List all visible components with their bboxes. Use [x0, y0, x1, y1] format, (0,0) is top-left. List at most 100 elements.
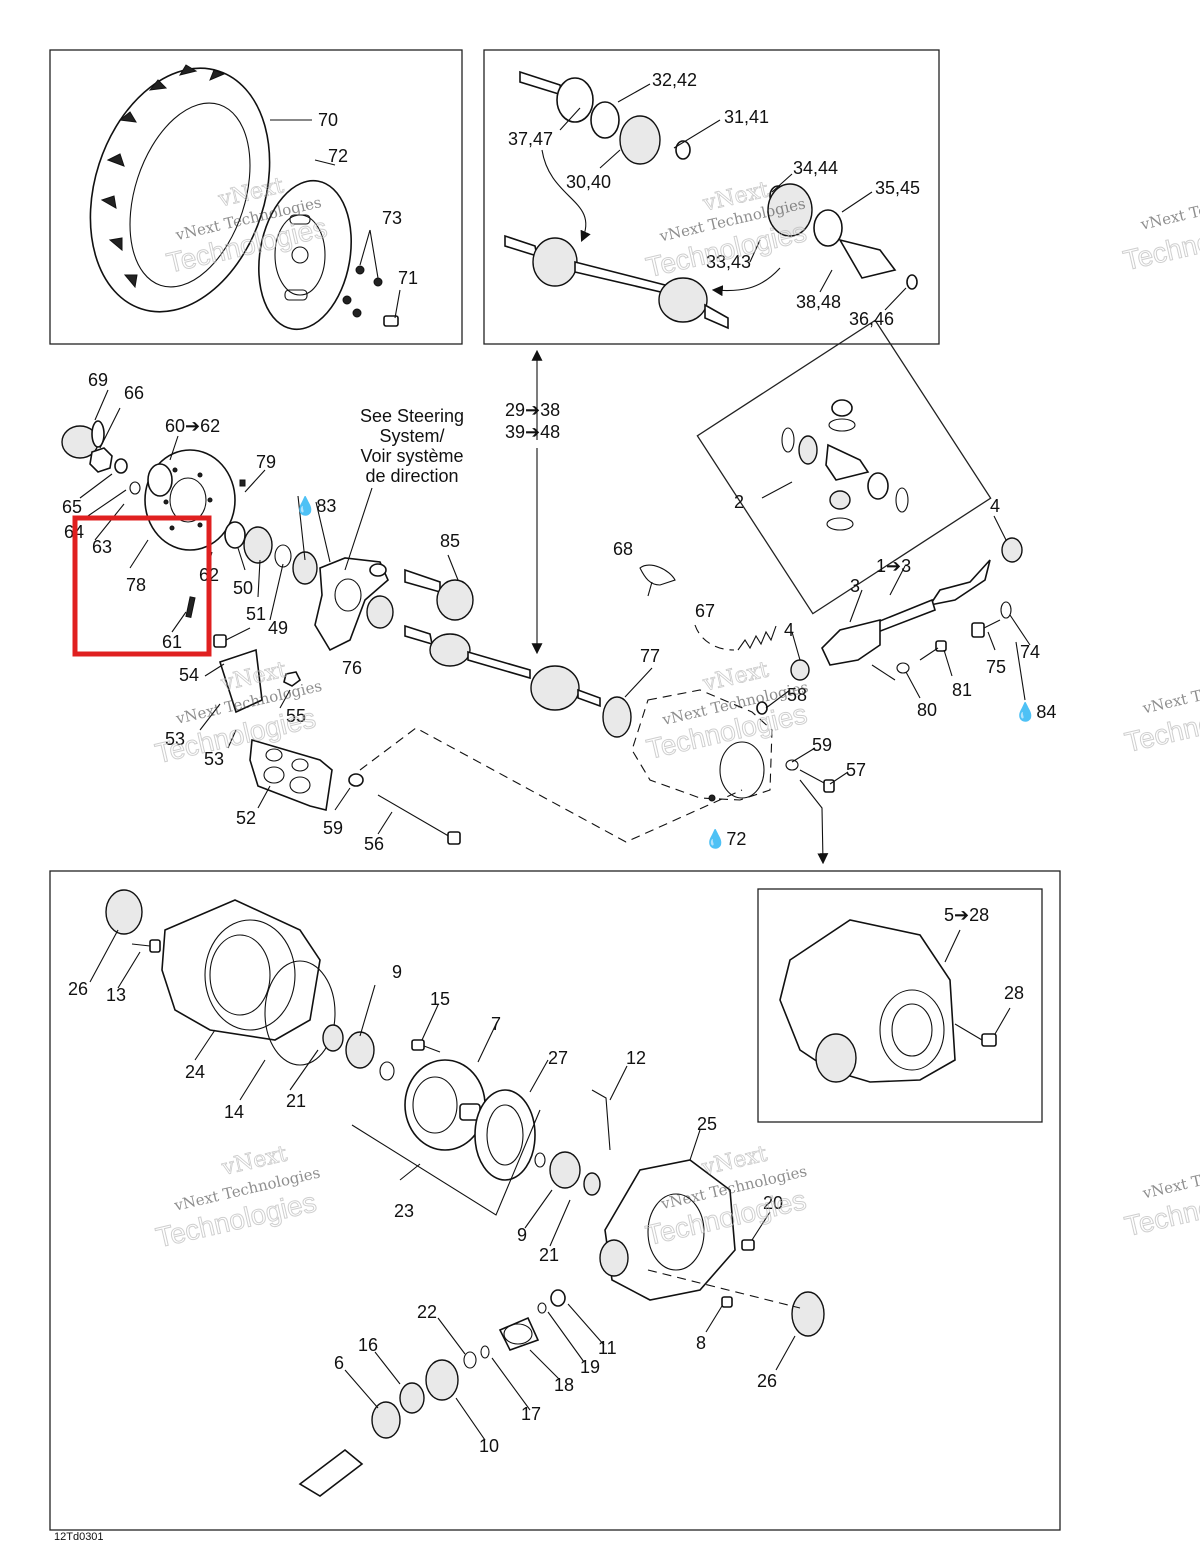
bolt-61 [185, 596, 196, 618]
drive-shaft-assembly [504, 234, 729, 330]
label-21-left: 21 [286, 1091, 306, 1111]
label-28: 28 [1004, 983, 1024, 1003]
drive-shaft-panel-frame [483, 49, 940, 345]
label-36-46: 36,46 [849, 309, 894, 329]
cv-joint-outer-top [519, 70, 594, 123]
differential-case-7 [404, 1059, 486, 1151]
cv-joint-inner-right [767, 183, 918, 290]
shim [379, 1061, 395, 1081]
wheel-stud [383, 315, 399, 327]
vent-tube-12 [591, 1089, 611, 1151]
label-56: 56 [364, 834, 384, 854]
label-75: 75 [986, 657, 1006, 677]
spring-67 [737, 625, 777, 651]
label-17: 17 [521, 1404, 541, 1424]
watermark-bottom-left: vNext Technologies Technologies vNext [152, 1141, 321, 1254]
seal-6 [371, 1401, 401, 1439]
label-24: 24 [185, 1062, 205, 1082]
label-32-42: 32,42 [652, 70, 697, 90]
housing-assembly-inset [779, 919, 956, 1083]
wheel-panel-frame [49, 49, 463, 345]
label-29-38: 29➔38 [505, 400, 560, 420]
long-bolt-56 [377, 794, 461, 845]
label-27: 27 [548, 1048, 568, 1068]
label-85: 85 [440, 531, 460, 551]
watermark-right-edge-top: vNext Technologies Technologies [1120, 183, 1200, 277]
bolt-13 [131, 939, 161, 953]
label-30-40: 30,40 [566, 172, 611, 192]
bolt-75 [971, 619, 1001, 638]
label-8: 8 [696, 1333, 706, 1353]
label-10: 10 [479, 1436, 499, 1456]
label-84: 💧84 [1014, 701, 1056, 722]
label-54: 54 [179, 665, 199, 685]
watermark-middle-left: vNext Technologies Technologies vNext [152, 657, 324, 770]
label-21-right: 21 [539, 1245, 559, 1265]
hub-cap [61, 420, 105, 459]
label-6: 6 [334, 1353, 344, 1373]
seal-21-left [322, 1024, 344, 1052]
label-37-47: 37,47 [508, 129, 553, 149]
label-63: 63 [92, 537, 112, 557]
screw-79 [239, 479, 246, 487]
label-67: 67 [695, 601, 715, 621]
stub-shaft-85 [404, 568, 474, 621]
label-53-left: 53 [165, 729, 185, 749]
ring-gear-27 [474, 1089, 536, 1181]
label-59-left: 59 [323, 818, 343, 838]
label-38-48: 38,48 [796, 292, 841, 312]
bearing-10 [425, 1359, 459, 1401]
label-7: 7 [491, 1014, 501, 1034]
prop-shaft-assembly [821, 559, 991, 666]
label-39-48: 39➔48 [505, 422, 560, 442]
bolt-8 [721, 1296, 733, 1308]
highlight-box [72, 515, 212, 657]
o-ring-14 [264, 960, 336, 1066]
label-52: 52 [236, 808, 256, 828]
seal-77 [602, 696, 632, 738]
bushing-4-top [1001, 537, 1023, 563]
label-19: 19 [580, 1357, 600, 1377]
label-18: 18 [554, 1375, 574, 1395]
housing-assembly-panel-frame [757, 888, 1043, 1123]
shim-22 [463, 1351, 477, 1369]
bearing-seals [224, 521, 318, 585]
label-71: 71 [398, 268, 418, 288]
label-51: 51 [246, 604, 266, 624]
hub-nut [89, 447, 113, 473]
label-15: 15 [430, 989, 450, 1009]
label-23: 23 [394, 1201, 414, 1221]
label-9-top: 9 [392, 962, 402, 982]
housing-25 [599, 1159, 736, 1301]
label-16: 16 [358, 1335, 378, 1355]
bolt-28 [981, 1033, 997, 1047]
label-58: 58 [787, 685, 807, 705]
label-20: 20 [763, 1193, 783, 1213]
svg-text:vNext Technologies: vNext Technologies [1138, 183, 1200, 234]
lug-nuts [342, 265, 383, 318]
label-25: 25 [697, 1114, 717, 1134]
bolt-15 [411, 1039, 441, 1053]
nut-55 [283, 671, 302, 687]
label-80: 80 [917, 700, 937, 720]
washer-65 [114, 458, 128, 474]
seal-21-right [583, 1172, 601, 1196]
label-77: 77 [640, 646, 660, 666]
label-5-28: 5➔28 [944, 905, 989, 925]
plug-20 [741, 1239, 755, 1251]
label-59-right: 59 [812, 735, 832, 755]
bolt-57 [785, 759, 835, 793]
bearing-9-right [549, 1151, 581, 1189]
label-79: 79 [256, 452, 276, 472]
o-ring-64 [129, 481, 141, 495]
bearing-9-left [345, 1031, 375, 1069]
input-yoke [298, 1448, 364, 1497]
differential-panel-frame [49, 870, 1061, 1531]
axle-shaft [404, 624, 601, 711]
label-60-62: 60➔62 [165, 416, 220, 436]
seal-26-right [791, 1291, 825, 1337]
label-4: 4 [784, 620, 794, 640]
u-joint-cross-kit [781, 399, 909, 531]
svg-text:vNext Technologies: vNext Technologies [1140, 666, 1200, 717]
label-68: 68 [613, 539, 633, 559]
